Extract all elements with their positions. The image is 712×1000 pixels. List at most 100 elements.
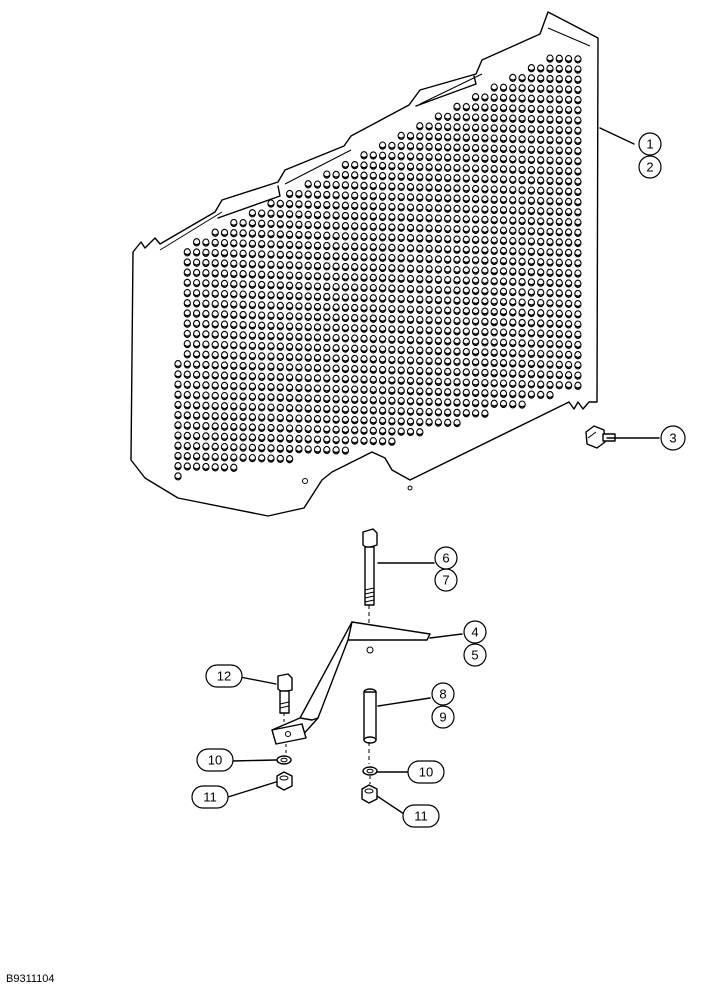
perforation-hole-shade — [453, 138, 461, 141]
perforation-hole-shade — [333, 226, 340, 229]
perforation-hole-shade — [537, 140, 544, 143]
perforation-hole-shade — [351, 369, 358, 373]
perforation-hole-shade — [472, 209, 479, 213]
perforation-hole-shade — [314, 225, 321, 229]
perforation-hole-shade — [398, 411, 405, 415]
perforation-hole-shade — [286, 337, 293, 340]
perforation-hole-shade — [212, 406, 219, 410]
perforation-hole-shade — [500, 322, 507, 326]
perforation-hole-shade — [472, 179, 479, 182]
perforation-hole-shade — [258, 397, 265, 401]
callout-label: 5 — [471, 648, 478, 663]
callout-8: 8 — [431, 682, 455, 706]
perforation-hole-shade — [565, 171, 572, 175]
perforation-hole-shade — [314, 358, 321, 361]
perforation-hole-shade — [528, 384, 535, 388]
perforation-hole-shade — [184, 303, 191, 307]
perforation-hole-shade — [537, 242, 544, 245]
perforation-hole-shade — [444, 178, 451, 182]
perforation-hole-shade — [463, 138, 470, 141]
perforation-hole-shade — [342, 410, 349, 413]
perforation-hole-shade — [388, 401, 395, 404]
perforation-hole-shade — [435, 229, 442, 232]
perforation-hole-shade — [351, 420, 358, 424]
perforation-hole-shade — [323, 297, 330, 300]
perforation-hole-shade — [444, 239, 451, 243]
callout-label: 11 — [203, 790, 217, 805]
perforation-hole-shade — [323, 236, 330, 239]
perforation-hole-shade — [416, 198, 423, 201]
perforation-hole-shade — [500, 129, 507, 132]
perforation-hole-shade — [277, 214, 284, 218]
perforation-hole-shade — [258, 316, 265, 319]
perforation-hole-shade — [472, 271, 479, 274]
perforation-hole-shade — [407, 299, 414, 303]
perforation-hole-shade — [221, 457, 228, 461]
perforation-hole-shade — [333, 267, 340, 270]
perforation-hole-shade — [444, 199, 451, 202]
perforation-hole-shade — [388, 370, 395, 374]
perforation-hole-shade — [556, 110, 563, 113]
perforation-hole-shade — [556, 283, 563, 287]
perforation-hole-shade — [444, 188, 451, 192]
perforation-hole-shade — [388, 166, 395, 170]
perforation-hole-shade — [277, 388, 284, 391]
perforation-hole-shade — [351, 410, 358, 413]
perforation-hole-shade — [258, 224, 265, 227]
perforation-hole-shade — [249, 438, 256, 441]
perforation-hole-shade — [398, 177, 405, 180]
perforation-hole-shade — [500, 200, 507, 203]
perforation-hole-shade — [435, 208, 442, 212]
perforation-hole-shade — [472, 373, 479, 376]
perforation-hole-shade — [463, 179, 470, 182]
perforation-hole-shade — [407, 422, 414, 425]
perforation-hole-shade — [416, 351, 423, 354]
perforation-hole-shade — [472, 158, 479, 162]
perforation-hole-shade — [202, 436, 209, 440]
perforation-hole-shade — [221, 284, 228, 287]
perforation-hole-shade — [258, 336, 265, 339]
perforation-hole-shade — [481, 149, 488, 152]
perforation-hole-shade — [435, 280, 442, 283]
perforation-hole-shade — [407, 136, 414, 140]
perforation-hole-shade — [528, 150, 535, 153]
perforation-hole-shade — [314, 338, 321, 341]
perforation-hole-shade — [546, 120, 554, 123]
perforation-hole-shade — [240, 356, 247, 359]
perforation-hole-shade — [333, 430, 340, 433]
perforation-hole-shade — [519, 313, 526, 316]
perforation-hole-shade — [546, 395, 554, 399]
perforation-hole-shade — [481, 404, 488, 407]
perforation-hole-shade — [565, 263, 572, 267]
perforation-hole-shade — [491, 200, 498, 203]
perforation-hole-shade — [295, 398, 302, 402]
perforation-hole-shade — [370, 421, 377, 424]
perforation-hole-shade — [472, 240, 479, 243]
perforation-hole-shade — [528, 272, 535, 276]
perforation-hole-shade — [174, 476, 182, 480]
perforation-hole-shade — [416, 361, 423, 364]
perforation-hole-shade — [416, 300, 423, 303]
perforation-hole-shade — [212, 365, 219, 369]
perforation-hole-shade — [537, 252, 544, 256]
perforation-hole-shade — [305, 307, 312, 310]
perforation-hole-shade — [212, 243, 219, 246]
perforation-hole-shade — [314, 215, 321, 219]
perforation-hole-shade — [333, 308, 340, 311]
perforation-hole-shade — [193, 273, 200, 276]
callout-9: 9 — [431, 705, 455, 729]
perforation-hole-shade — [426, 259, 433, 263]
perforation-hole-shade — [174, 456, 182, 459]
perforation-hole-shade — [463, 209, 470, 213]
perforation-hole-shade — [230, 243, 237, 247]
perforation-hole-shade — [370, 227, 377, 230]
perforation-hole-shade — [407, 350, 414, 354]
perforation-hole-shade — [537, 150, 544, 154]
perforation-hole-shade — [546, 161, 554, 164]
perforation-hole-shade — [453, 413, 461, 416]
perforation-hole-shade — [491, 210, 498, 213]
perforation-hole-shade — [314, 297, 321, 300]
perforation-hole-shade — [286, 245, 293, 248]
perforation-hole-shade — [426, 402, 433, 405]
perforation-hole-shade — [286, 214, 293, 218]
